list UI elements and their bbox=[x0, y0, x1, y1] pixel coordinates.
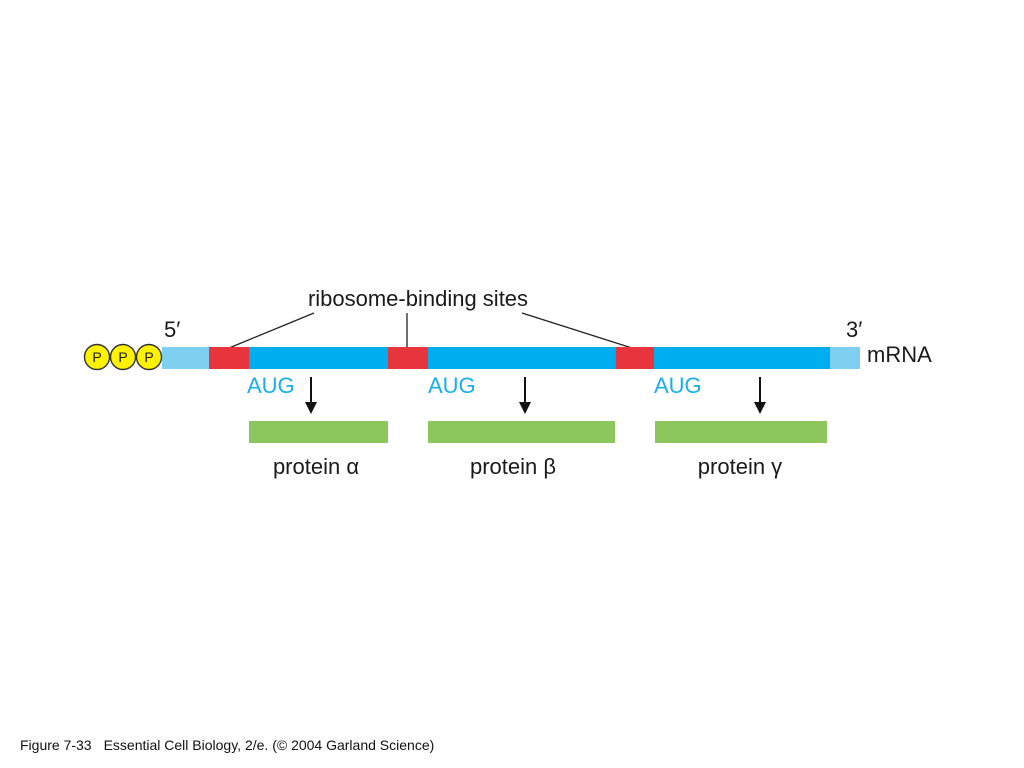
ribosome-binding-site-3 bbox=[616, 347, 654, 369]
ribosome-binding-site-1 bbox=[209, 347, 249, 369]
mrna-strand bbox=[162, 347, 860, 369]
three-prime-label: 3′ bbox=[846, 317, 862, 342]
five-prime-label: 5′ bbox=[164, 317, 180, 342]
phosphate-circle-3 bbox=[135, 343, 163, 371]
protein-bar-gamma bbox=[655, 421, 827, 443]
triphosphate-group: P P P bbox=[83, 343, 163, 371]
phosphate-label-3: P bbox=[144, 349, 153, 365]
phosphate-label-2: P bbox=[118, 349, 127, 365]
start-codon-label-beta: AUG bbox=[428, 373, 476, 398]
ribosome-binding-site-2 bbox=[388, 347, 428, 369]
ribosome-binding-sites-label: ribosome-binding sites bbox=[308, 286, 528, 311]
translation-arrow-gamma bbox=[754, 377, 766, 414]
protein-label-beta: protein β bbox=[470, 454, 556, 479]
protein-label-alpha: protein α bbox=[273, 454, 359, 479]
translation-arrow-beta bbox=[519, 377, 531, 414]
coding-region-beta bbox=[428, 347, 616, 369]
coding-region-gamma bbox=[654, 347, 830, 369]
start-codon-label-alpha: AUG bbox=[247, 373, 295, 398]
five-prime-utr bbox=[162, 347, 209, 369]
mrna-label: mRNA bbox=[867, 342, 932, 367]
translation-arrow-alpha bbox=[305, 377, 317, 414]
caption-text: Essential Cell Biology, 2/e. (© 2004 Gar… bbox=[103, 737, 435, 753]
protein-label-gamma: protein γ bbox=[698, 454, 782, 479]
phosphate-circle-1 bbox=[83, 343, 111, 371]
callout-line-site-3 bbox=[521, 312, 633, 349]
figure-caption: Figure 7-33 Essential Cell Biology, 2/e. … bbox=[20, 737, 434, 753]
start-codon-label-gamma: AUG bbox=[654, 373, 702, 398]
figure-number: Figure 7-33 bbox=[20, 737, 92, 753]
protein-bar-beta bbox=[428, 421, 615, 443]
phosphate-label-1: P bbox=[92, 349, 101, 365]
protein-bar-alpha bbox=[249, 421, 388, 443]
phosphate-circle-2 bbox=[109, 343, 137, 371]
three-prime-utr bbox=[830, 347, 860, 369]
callout-line-site-1 bbox=[228, 312, 315, 349]
coding-region-alpha bbox=[249, 347, 388, 369]
